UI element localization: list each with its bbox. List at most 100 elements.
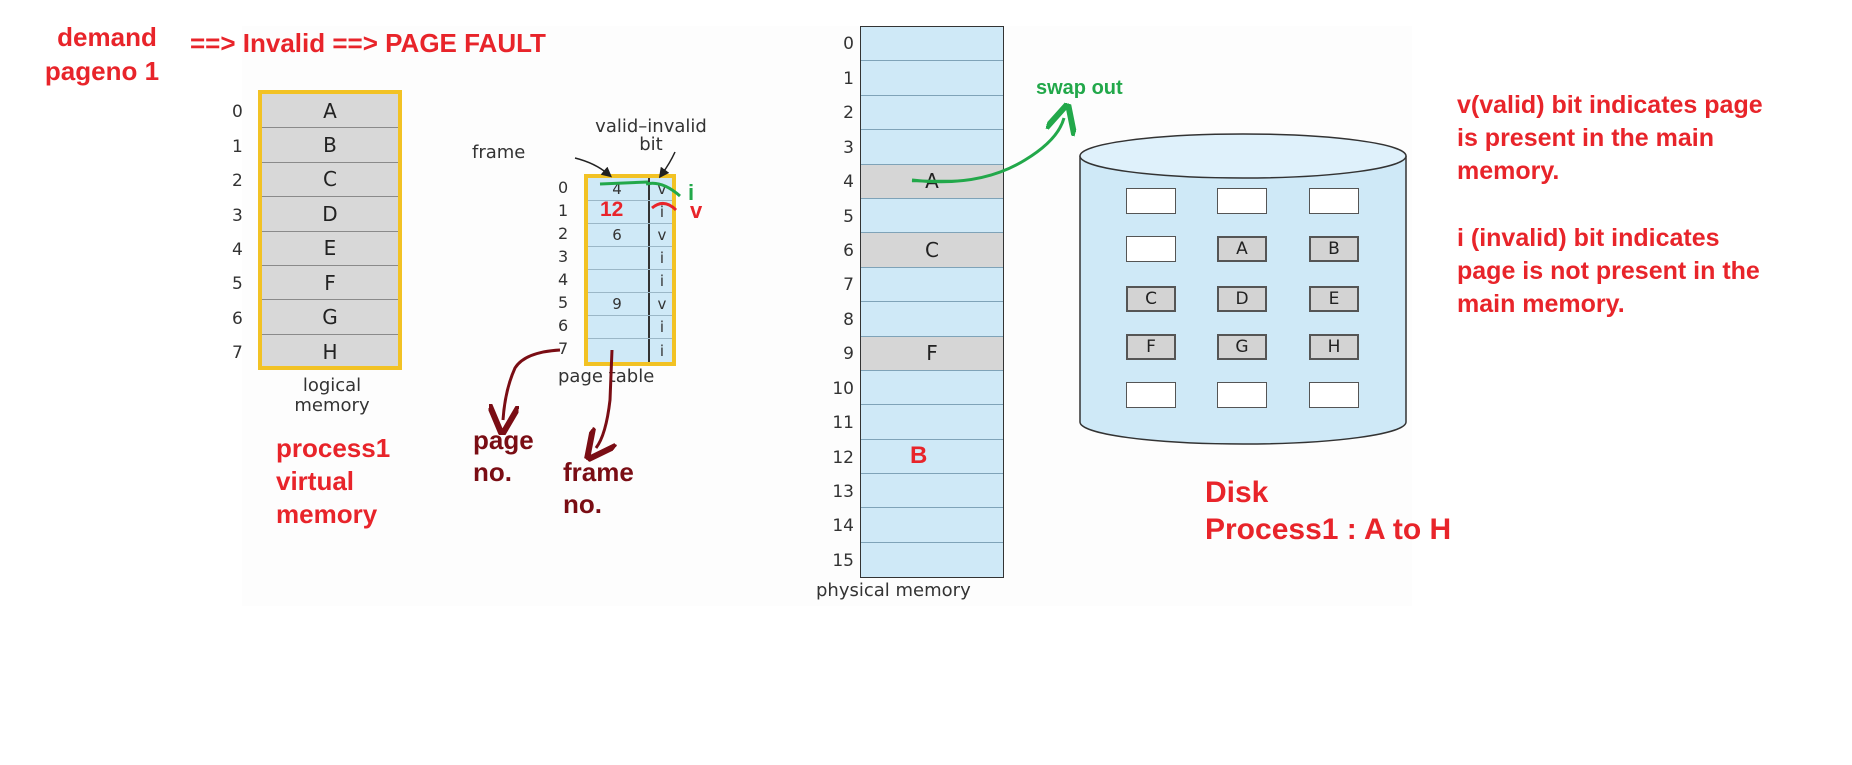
frame-index: 6: [843, 241, 854, 261]
disk-line2: Process1 : A to H: [1205, 513, 1452, 546]
disk-block: C: [1126, 286, 1176, 312]
logical-index: 4: [232, 240, 243, 260]
valid-note-line2: is present in the main: [1457, 124, 1715, 152]
physical-memory-table: A C F: [860, 26, 1004, 578]
invalid-note-line3: main memory.: [1457, 290, 1625, 318]
disk-block: A: [1217, 236, 1267, 262]
pt-frame: 6: [612, 226, 622, 244]
logical-page: F: [262, 266, 398, 301]
logical-index: 7: [232, 343, 243, 363]
pt-bit: v: [648, 178, 674, 200]
frame-index: 7: [843, 275, 854, 295]
disk-block: [1309, 382, 1359, 408]
page-table-index: 6: [558, 316, 569, 335]
disk-label: Disk Process1 : A to H: [1205, 474, 1451, 548]
page-table-row: i: [588, 339, 672, 362]
valid-note-line3: memory.: [1457, 157, 1560, 185]
logical-index: 2: [232, 171, 243, 191]
physical-memory-caption: physical memory: [816, 580, 971, 601]
pt-frame: 9: [612, 295, 622, 313]
disk-block: [1126, 382, 1176, 408]
frame-index: 5: [843, 207, 854, 227]
frame-pointer-arrow: [574, 157, 613, 178]
disk-block: [1126, 188, 1176, 214]
frame-index: 13: [832, 482, 854, 502]
pt-bit: i: [648, 270, 674, 292]
frame-cell: [861, 199, 1003, 234]
frame-index: 10: [832, 379, 854, 399]
pt-frame: 4: [612, 180, 622, 198]
frame-index: 9: [843, 344, 854, 364]
page-no-arrow: [503, 348, 561, 420]
frame-index: 0: [843, 34, 854, 54]
frame-index: 2: [843, 103, 854, 123]
logical-index: 5: [232, 274, 243, 294]
frame-cell: C: [861, 233, 1003, 268]
logical-index: 3: [232, 206, 243, 226]
logical-index: 0: [232, 102, 243, 122]
bit-strike-red: [651, 202, 678, 212]
logical-page: C: [262, 163, 398, 198]
page-table-row: i: [588, 316, 672, 339]
pt-bit: v: [648, 224, 674, 246]
frame-cell: [861, 96, 1003, 131]
invalid-note-line2: page is not present in the: [1457, 257, 1760, 285]
frame-cell: [861, 405, 1003, 440]
logical-index: 1: [232, 137, 243, 157]
disk-block: [1217, 382, 1267, 408]
process-line2: virtual: [276, 466, 355, 496]
process-line3: memory: [276, 499, 378, 529]
pt-bit: i: [648, 339, 674, 362]
bit-pointer-arrow: [658, 151, 676, 179]
process-virtual-memory-label: process1 virtual memory: [276, 432, 390, 531]
swap-out-arrow: [911, 118, 1064, 184]
page-table-caption: page table: [558, 366, 655, 387]
logical-page: D: [262, 197, 398, 232]
frame-strike: [599, 180, 649, 186]
logical-page: H: [322, 339, 338, 364]
bit-header-line2: bit: [639, 134, 663, 155]
disk-block: [1217, 188, 1267, 214]
logical-caption-line1: logical: [302, 375, 362, 396]
demand-line1: demand: [57, 22, 157, 52]
frame-index: 15: [832, 551, 854, 571]
page-no-line2: no.: [473, 457, 512, 487]
logical-memory-table: A B C D E F G H: [258, 90, 402, 370]
frame-no-label: frame no.: [563, 456, 634, 520]
page-table-index: 1: [558, 201, 569, 220]
frame-index: 3: [843, 138, 854, 158]
frame-cell: [861, 130, 1003, 165]
page-table-index: 0: [558, 178, 569, 197]
frame-cell: F: [861, 336, 1003, 371]
page-fault-label: ==> Invalid ==> PAGE FAULT: [190, 28, 546, 58]
disk-block: [1126, 236, 1176, 262]
logical-page: A: [262, 94, 398, 129]
disk-block: G: [1217, 334, 1267, 360]
frame-cell: [861, 474, 1003, 509]
page-table-row: i: [588, 201, 672, 224]
page-table-index: 2: [558, 224, 569, 243]
swap-out-label: swap out: [1036, 77, 1123, 99]
frame-cell: [861, 508, 1003, 543]
bit-v-annotation: v: [690, 198, 703, 223]
disk-block: [1309, 188, 1359, 214]
disk-block: D: [1217, 286, 1267, 312]
frame-cell: [861, 27, 1003, 62]
page-table-index: 5: [558, 293, 569, 312]
logical-index: 6: [232, 309, 243, 329]
frame-index: 8: [843, 310, 854, 330]
frame-index: 4: [843, 172, 854, 192]
frame-index: 1: [843, 69, 854, 89]
frame-no-line2: no.: [563, 489, 602, 519]
invalid-note-line1: i (invalid) bit indicates: [1457, 224, 1720, 252]
frame-12-annotation: 12: [600, 198, 624, 221]
logical-page: B: [262, 128, 398, 163]
pt-bit: i: [648, 316, 674, 338]
process-line1: process1: [276, 433, 391, 463]
frame-cell: [861, 302, 1003, 337]
logical-page: G: [262, 300, 398, 335]
bit-header-line1: valid–invalid: [595, 116, 707, 137]
